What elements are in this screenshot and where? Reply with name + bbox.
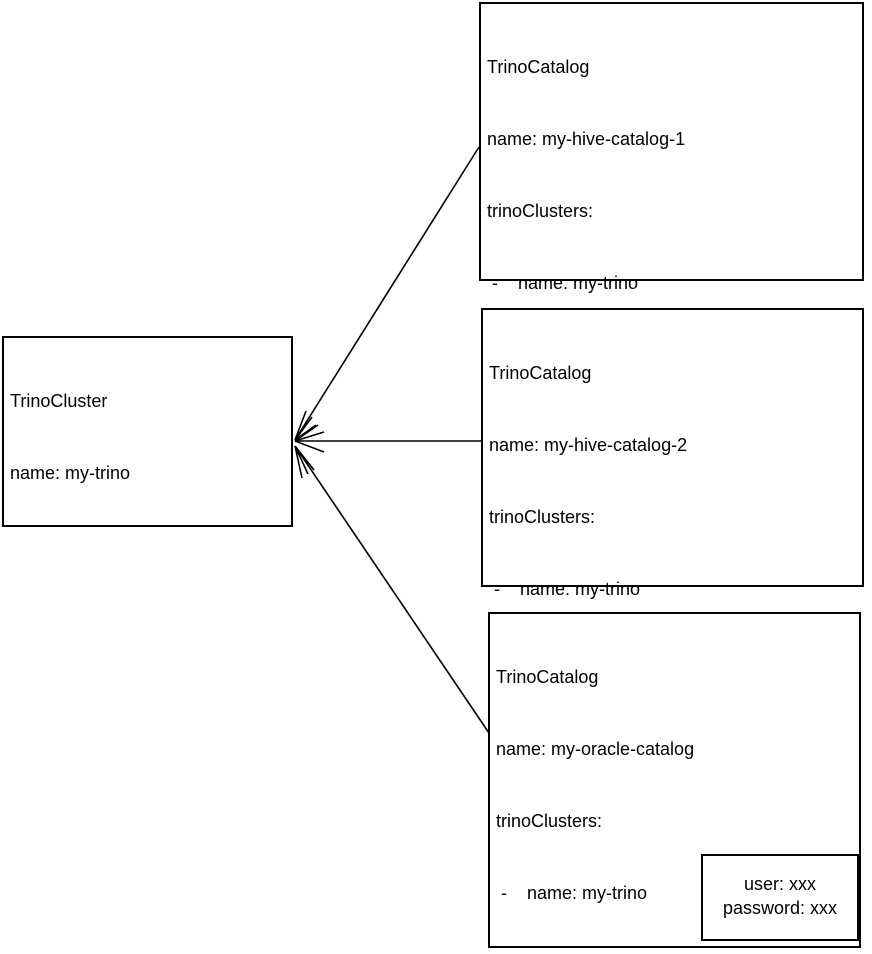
node-line: password: xxx: [722, 898, 838, 918]
node-oracle-credentials-secret-text: user: xxx password: xxx: [703, 872, 857, 920]
node-line: - name: my-trino: [487, 273, 639, 293]
node-line: name: my-trino: [10, 463, 131, 483]
node-trino-catalog-oracle[interactable]: TrinoCatalog name: my-oracle-catalog tri…: [488, 612, 861, 948]
node-line: name: my-hive-catalog-2: [489, 435, 688, 455]
node-line: TrinoCatalog: [487, 57, 590, 77]
node-line: name: my-hive-catalog-1: [487, 129, 686, 149]
node-line: - name: my-trino: [489, 579, 641, 599]
node-line: TrinoCatalog: [496, 667, 599, 687]
node-trino-catalog-hive-1[interactable]: TrinoCatalog name: my-hive-catalog-1 tri…: [479, 2, 864, 653]
node-line: trinoClusters:: [496, 811, 603, 831]
edge-catalog-hive-1-to-cluster: [294, 146, 480, 441]
node-trino-catalog-hive-2[interactable]: TrinoCatalog name: my-hive-catalog-2 tri…: [481, 308, 864, 887]
node-line: name: my-oracle-catalog: [496, 739, 695, 759]
node-line: trinoClusters:: [489, 507, 596, 527]
node-line: TrinoCluster: [10, 391, 108, 411]
edge-catalog-hive-2-to-cluster: [294, 424, 481, 453]
edge-catalog-oracle-to-cluster: [294, 445, 490, 734]
node-line: - name: my-trino: [496, 883, 648, 903]
node-line: TrinoCatalog: [489, 363, 592, 383]
node-line: trinoClusters:: [487, 201, 594, 221]
node-line: user: xxx: [743, 874, 817, 894]
node-trino-cluster-text: TrinoCluster name: my-trino: [10, 341, 130, 533]
node-oracle-credentials-secret[interactable]: user: xxx password: xxx: [701, 854, 859, 941]
node-trino-cluster[interactable]: TrinoCluster name: my-trino: [2, 336, 293, 527]
node-trino-catalog-oracle-text: TrinoCatalog name: my-oracle-catalog tri…: [496, 617, 805, 954]
